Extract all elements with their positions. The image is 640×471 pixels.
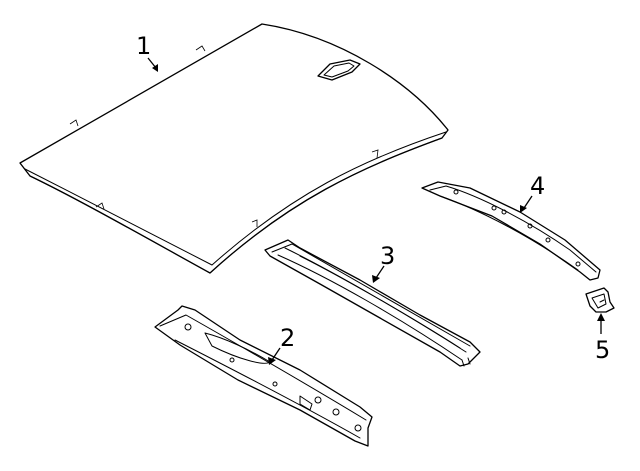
callout-4: 4	[530, 172, 545, 200]
part-rear-header	[421, 181, 601, 281]
callout-5: 5	[595, 336, 610, 364]
callout-3: 3	[380, 242, 395, 270]
part-roof-bow	[264, 239, 481, 367]
callout-labels: 1 2 3 4 5	[136, 32, 610, 364]
leader-4	[523, 195, 533, 209]
part-bracket	[585, 287, 615, 313]
callout-1: 1	[136, 32, 151, 60]
leader-lines	[147, 57, 605, 365]
part-front-header	[154, 305, 373, 447]
leader-3	[375, 265, 385, 279]
part-roof-panel	[19, 23, 449, 274]
leader-2	[271, 347, 281, 361]
callout-2: 2	[280, 324, 295, 352]
